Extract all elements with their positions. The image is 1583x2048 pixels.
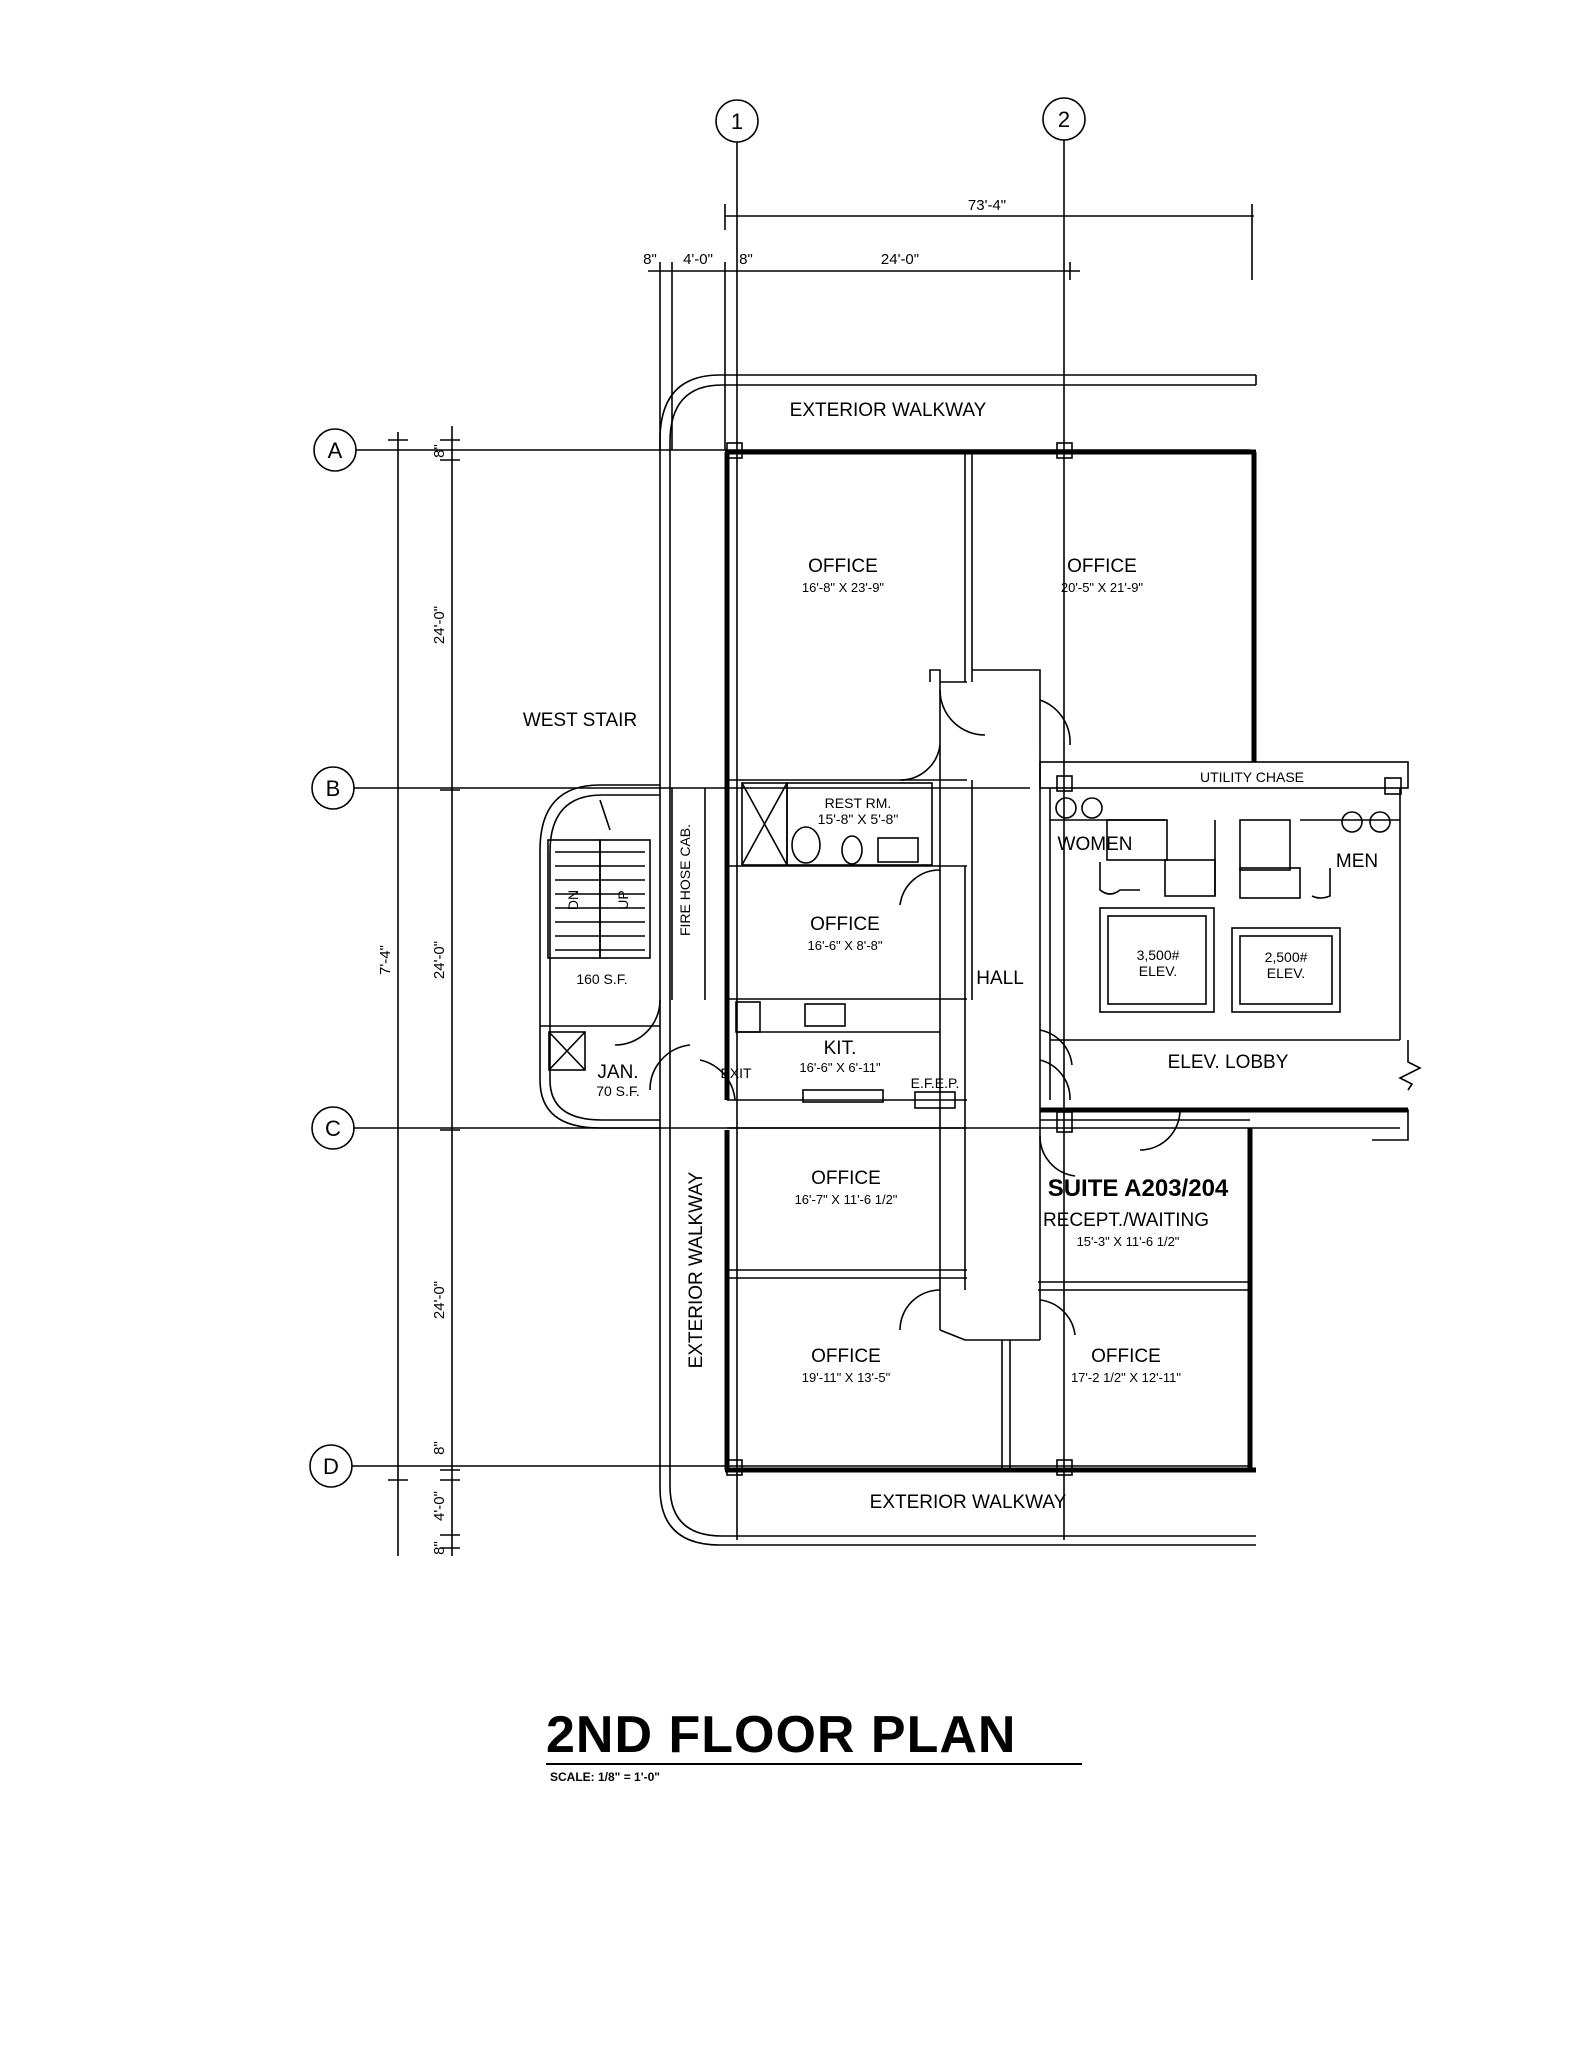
dim-v-24-c: 24'-0" [431,1281,448,1319]
grid-label-a: A [328,438,343,463]
grid-label-b: B [326,776,341,801]
dim-v-24-b: 24'-0" [431,941,448,979]
west-stair-enclosure [539,784,660,1129]
grid-label-d: D [323,1454,339,1479]
women-label: WOMEN [1058,834,1133,855]
walkway-top-label: EXTERIOR WALKWAY [790,400,987,421]
janitor-area: 70 S.F. [596,1083,640,1099]
exit-label: EXIT [720,1065,752,1081]
hall-label: HALL [976,968,1024,989]
stair-up-label: UP [615,890,631,909]
grid-label-c: C [325,1116,341,1141]
elevator-lobby-label: ELEV. LOBBY [1168,1052,1289,1073]
reception-size: 15'-3" X 11'-6 1/2" [1077,1234,1180,1249]
men-label: MEN [1336,851,1378,872]
grid-label-1: 1 [731,109,743,134]
walkway-top-outline [659,374,1256,1546]
office-6-size: 17'-2 1/2" X 12'-11" [1071,1370,1181,1385]
dim-v-4-0: 4'-0" [431,1491,448,1521]
kitchen-size: 16'-6" X 6'-11" [799,1060,881,1075]
elevator-1-capacity: 3,500# [1137,947,1180,963]
dim-24-top: 24'-0" [881,251,919,268]
rest-room-size: 15'-8" X 5'-8" [818,811,899,827]
rest-room-name: REST RM. [825,795,892,811]
utility-chase-label: UTILITY CHASE [1200,769,1304,785]
office-5-size: 19'-11" X 13'-5" [802,1370,891,1385]
dim-v-24-a: 24'-0" [431,606,448,644]
office-1-name: OFFICE [808,556,878,577]
office-2-name: OFFICE [1067,556,1137,577]
office-3-name: OFFICE [810,914,880,935]
dim-8-mid: 8" [739,251,753,268]
dim-v-8-bottom: 8" [431,1541,448,1555]
kitchen-name: KIT. [824,1038,857,1059]
title-underline [546,1763,1082,1765]
grid-label-2: 2 [1058,107,1070,132]
plan-scale: SCALE: 1/8" = 1'-0" [550,1770,660,1784]
walkway-bottom-label: EXTERIOR WALKWAY [870,1492,1067,1513]
office-4-size: 16'-7" X 11'-6 1/2" [795,1192,898,1207]
dim-v-8-top: 8" [431,444,448,458]
dim-4-0: 4'-0" [683,251,713,268]
stair-dn-label: DN [565,890,581,910]
stair-area-label: 160 S.F. [576,971,627,987]
elevator-2-shaft [1231,927,1341,1013]
office-5-name: OFFICE [811,1346,881,1367]
office-1-size: 16'-8" X 23'-9" [802,580,885,595]
dim-8-left: 8" [643,251,657,268]
fire-hose-cab-label: FIRE HOSE CAB. [677,824,693,936]
elevator-1-shaft [1099,907,1215,1013]
dim-overall-width: 73'-4" [968,197,1006,214]
elevator-1-label: ELEV. [1139,963,1177,979]
office-4-name: OFFICE [811,1168,881,1189]
west-stair-label: WEST STAIR [523,710,637,731]
efep-label: E.F.E.P. [911,1075,960,1091]
reception-label: RECEPT./WAITING [1043,1210,1209,1231]
suite-label: SUITE A203/204 [1048,1175,1229,1202]
elevator-2-capacity: 2,500# [1265,949,1308,965]
elevator-2-label: ELEV. [1267,965,1305,981]
walkway-left-label: EXTERIOR WALKWAY [686,1171,707,1368]
office-3-size: 16'-6" X 8'-8" [808,938,883,953]
dim-v-7-4: 7'-4" [377,945,394,975]
dim-v-8-d: 8" [431,1441,448,1455]
office-6-name: OFFICE [1091,1346,1161,1367]
janitor-name: JAN. [597,1062,638,1083]
office-2-size: 20'-5" X 21'-9" [1061,580,1144,595]
plan-title: 2ND FLOOR PLAN [546,1706,1017,1764]
